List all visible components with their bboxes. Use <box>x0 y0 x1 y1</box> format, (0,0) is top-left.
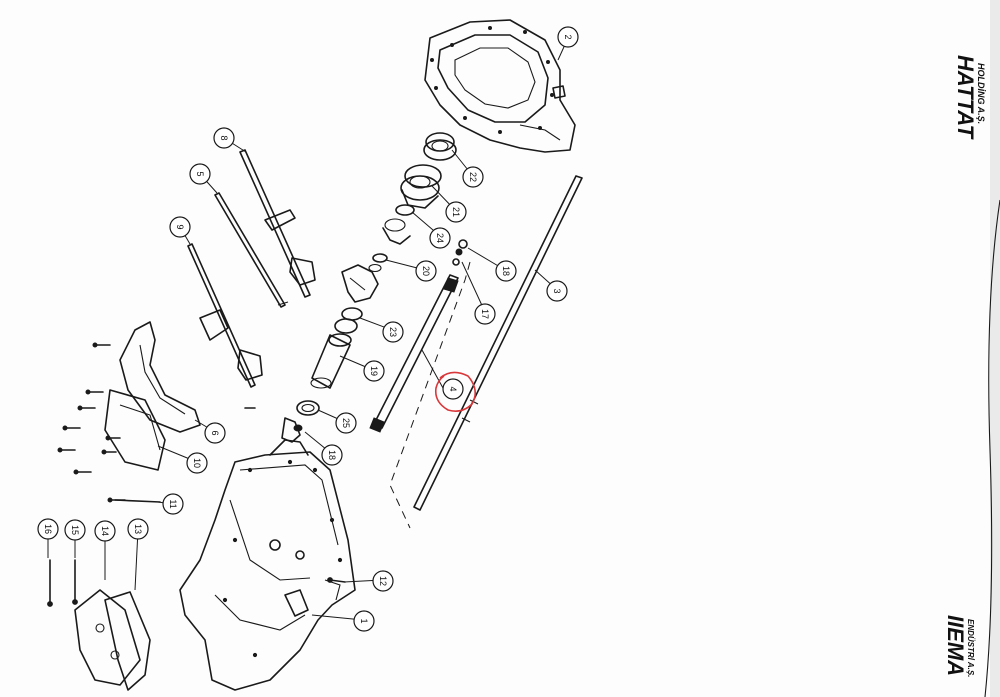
svg-text:19: 19 <box>369 366 379 376</box>
svg-text:18: 18 <box>327 450 337 460</box>
svg-text:9: 9 <box>175 224 185 229</box>
part-3-long-shaft <box>413 175 583 511</box>
part-9-shift-fork <box>187 243 263 388</box>
svg-text:14: 14 <box>100 526 110 536</box>
callout-21: 21 <box>445 201 467 223</box>
callout-2: 2 <box>557 26 579 48</box>
svg-text:22: 22 <box>468 172 478 182</box>
part-18-spring-lower <box>281 417 303 443</box>
callout-13: 13 <box>127 518 149 540</box>
part-8-shift-rod <box>239 149 316 298</box>
release-fork <box>341 264 379 303</box>
svg-text:IIEMA: IIEMA <box>943 615 968 676</box>
part-11-bolt <box>114 499 161 503</box>
brand-hattat-holding: HATTAT HOLDİNG A.Ş. <box>953 55 986 140</box>
svg-text:18: 18 <box>501 266 511 276</box>
page-edge <box>990 0 1000 697</box>
part-6-cover <box>119 321 201 433</box>
callout-11: 11 <box>162 493 184 515</box>
svg-text:1: 1 <box>359 618 369 623</box>
callout-18-bottom: 18 <box>321 444 343 466</box>
part-21-sleeve <box>400 164 442 209</box>
bolts-left <box>57 342 256 503</box>
page-curl <box>984 199 1000 697</box>
part-5-rod <box>214 192 289 308</box>
part-2-clutch-housing <box>424 19 576 153</box>
svg-text:6: 6 <box>210 430 220 435</box>
svg-text:3: 3 <box>552 288 562 293</box>
callout-14: 14 <box>94 520 116 542</box>
callout-20: 20 <box>415 260 437 282</box>
part-23-ring <box>334 307 363 334</box>
callout-16: 16 <box>37 518 59 540</box>
part-25-ring <box>296 400 320 416</box>
svg-text:2: 2 <box>563 34 573 39</box>
svg-text:20: 20 <box>421 266 431 276</box>
callout-17: 17 <box>474 303 496 325</box>
part-24-ring <box>382 204 415 245</box>
callout-25: 25 <box>335 412 357 434</box>
svg-text:ENDÜSTRİ A.Ş.: ENDÜSTRİ A.Ş. <box>966 619 975 677</box>
svg-text:24: 24 <box>435 233 445 243</box>
svg-text:8: 8 <box>219 135 229 140</box>
callout-18-top: 18 <box>495 260 517 282</box>
svg-text:17: 17 <box>480 309 490 319</box>
part-19-tube <box>310 333 352 389</box>
callout-12: 12 <box>372 570 394 592</box>
dashed-guide-line <box>389 261 471 529</box>
callout-15: 15 <box>64 519 86 541</box>
svg-text:10: 10 <box>192 458 202 468</box>
svg-text:4: 4 <box>448 386 458 391</box>
callout-8: 8 <box>213 127 235 149</box>
callout-5: 5 <box>189 163 211 185</box>
part-12-bolt <box>327 577 346 583</box>
callout-4-highlighted: 4 <box>434 371 476 412</box>
svg-text:5: 5 <box>195 171 205 176</box>
part-15-16-screws <box>47 559 78 607</box>
callout-19: 19 <box>363 360 385 382</box>
svg-text:15: 15 <box>70 525 80 535</box>
svg-text:16: 16 <box>43 524 53 534</box>
callout-9: 9 <box>169 216 191 238</box>
svg-text:12: 12 <box>378 576 388 586</box>
part-13-14-plates <box>74 589 151 691</box>
callout-23: 23 <box>382 321 404 343</box>
callout-1: 1 <box>353 610 375 632</box>
svg-text:13: 13 <box>133 524 143 534</box>
svg-text:HATTAT: HATTAT <box>953 55 978 140</box>
svg-text:23: 23 <box>388 327 398 337</box>
callout-3: 3 <box>546 280 568 302</box>
red-highlight-circle <box>434 371 476 412</box>
part-17-18-small-pieces <box>452 239 468 266</box>
svg-text:HOLDİNG A.Ş.: HOLDİNG A.Ş. <box>976 63 986 124</box>
callout-6: 6 <box>204 422 226 444</box>
svg-text:25: 25 <box>341 418 351 428</box>
svg-text:21: 21 <box>451 207 461 217</box>
leader-lines <box>47 37 569 621</box>
part-22-bearing <box>423 132 457 161</box>
brand-iiema-endustri: IIEMA ENDÜSTRİ A.Ş. <box>943 615 975 677</box>
callout-10: 10 <box>186 452 208 474</box>
part-10-bracket <box>104 389 166 471</box>
svg-text:11: 11 <box>168 499 178 508</box>
part-20-washer <box>368 253 388 273</box>
part-1-gearbox-housing <box>179 439 356 691</box>
part-4-shaft <box>369 274 459 433</box>
callout-24: 24 <box>429 227 451 249</box>
callout-22: 22 <box>462 166 484 188</box>
